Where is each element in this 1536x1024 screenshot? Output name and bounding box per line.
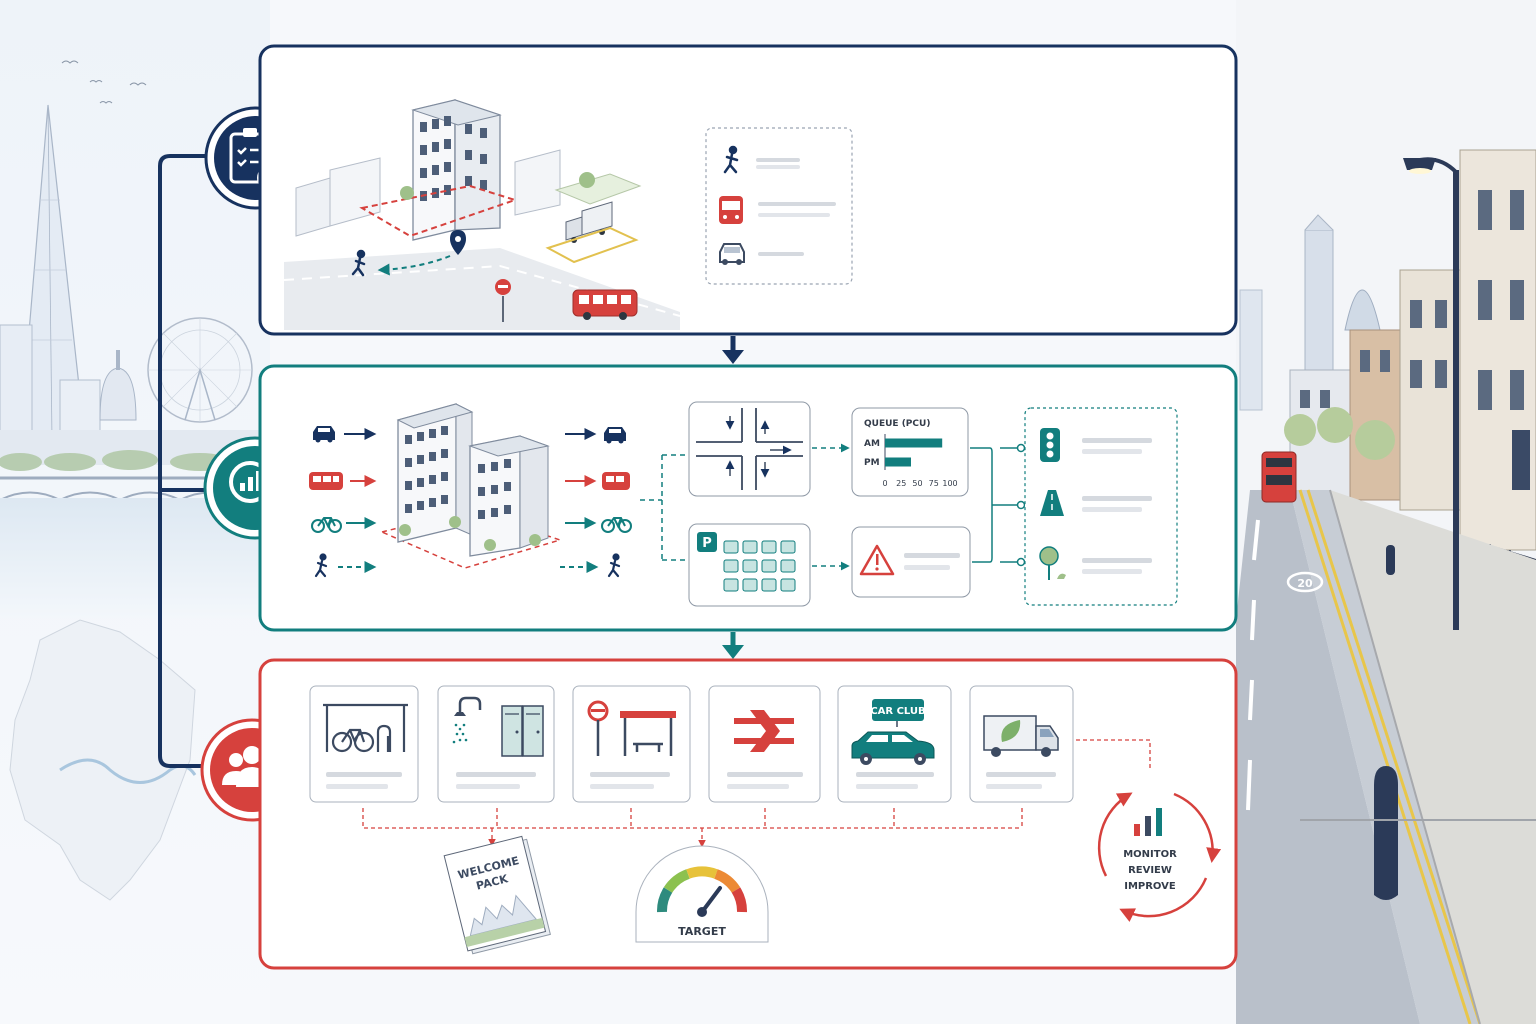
- queue-tick-label: 0: [882, 479, 887, 488]
- measure-card-electric-deliveries[interactable]: [969, 685, 1074, 803]
- speed-limit-marking: 20: [1297, 577, 1313, 590]
- bar-chart-icon: [1134, 808, 1162, 836]
- bike-shelter-icon: [323, 703, 408, 753]
- no-entry-sign-icon: [495, 279, 511, 322]
- walk-in-icon: [314, 553, 328, 578]
- shower-lockers-icon: [452, 696, 544, 757]
- queue-tick-label: 75: [929, 479, 939, 488]
- mode-share-target-gauge: TARGET: [635, 845, 769, 943]
- tree-landscaping-icon: [1039, 546, 1066, 580]
- junction-analysis-card: [688, 401, 811, 497]
- cycle-line-3: IMPROVE: [1124, 881, 1176, 892]
- bicycle-in-icon: [311, 517, 342, 533]
- legend-bus-icon: [719, 196, 743, 224]
- stage-connector: [158, 154, 210, 768]
- panel-mitigation: CAR CLUB: [258, 658, 1238, 970]
- outbound-flows: [560, 427, 632, 578]
- measure-card-rail[interactable]: [708, 685, 821, 803]
- bicycle-out-icon: [601, 517, 632, 533]
- bus-in-icon: [309, 472, 343, 490]
- measure-card-showers-lockers[interactable]: [437, 685, 555, 803]
- site-location-illustration: [283, 99, 681, 330]
- cycle-line-1: MONITOR: [1123, 849, 1177, 860]
- queue-category-label: PM: [864, 458, 880, 468]
- parking-icon: P: [697, 532, 717, 552]
- inbound-flows: [309, 426, 377, 578]
- double-decker-bus-icon: [1261, 451, 1297, 503]
- measure-card-car-club[interactable]: CAR CLUB: [837, 685, 952, 803]
- walk-out-icon: [607, 553, 621, 578]
- car-in-icon: [313, 426, 335, 443]
- bus-out-icon: [602, 472, 630, 490]
- queue-tick-label: 25: [896, 479, 906, 488]
- welcome-pack-booklet[interactable]: WELCOME PACK: [443, 835, 551, 955]
- measure-card-cycle-parking[interactable]: [309, 685, 419, 803]
- legend-walk-icon: [723, 145, 739, 174]
- mode-legend-box: [705, 127, 853, 285]
- flow-arrow-assessment-to-mitigation: [722, 632, 744, 659]
- right-street-background: 20: [1236, 0, 1536, 1024]
- queue-tick-label: 100: [942, 479, 957, 488]
- national-rail-icon: [734, 710, 794, 752]
- bus-icon: [572, 289, 638, 320]
- highway-measures-box: [1024, 407, 1178, 606]
- flow-arrow-scoping-to-assessment: [722, 336, 744, 364]
- car-club-badge: CAR CLUB: [870, 706, 925, 717]
- legend-car-icon: [719, 243, 745, 265]
- target-label: TARGET: [678, 925, 726, 938]
- car-club-icon: CAR CLUB: [851, 699, 935, 765]
- car-out-icon: [604, 427, 626, 444]
- monitor-review-improve-cycle: MONITOR REVIEW IMPROVE: [1097, 792, 1222, 922]
- queue-chart-title: QUEUE (PCU): [864, 419, 930, 429]
- measure-card-bus-stop[interactable]: [572, 685, 691, 803]
- road-layout-icon: [1040, 490, 1064, 516]
- queue-bar-am: [885, 438, 943, 448]
- development-building: [379, 403, 563, 569]
- measure-link-lines: [362, 739, 1151, 848]
- queue-category-label: AM: [864, 439, 880, 449]
- queue-bar-pm: [885, 457, 911, 467]
- safety-warning-card: [851, 526, 971, 598]
- parking-card: P: [688, 523, 811, 607]
- traffic-signal-icon: [1040, 428, 1060, 462]
- bus-stop-icon: [587, 700, 676, 756]
- panel-scoping: [258, 44, 1238, 336]
- location-pin-icon: [450, 230, 466, 255]
- electric-van-icon: [983, 715, 1059, 757]
- queue-tick-label: 50: [912, 479, 922, 488]
- svg-text:P: P: [702, 536, 712, 551]
- cycle-line-2: REVIEW: [1128, 865, 1172, 876]
- warning-triangle-icon: [859, 544, 895, 576]
- pedestrian-icon: [351, 249, 366, 277]
- delivery-truck-icon: [545, 201, 639, 264]
